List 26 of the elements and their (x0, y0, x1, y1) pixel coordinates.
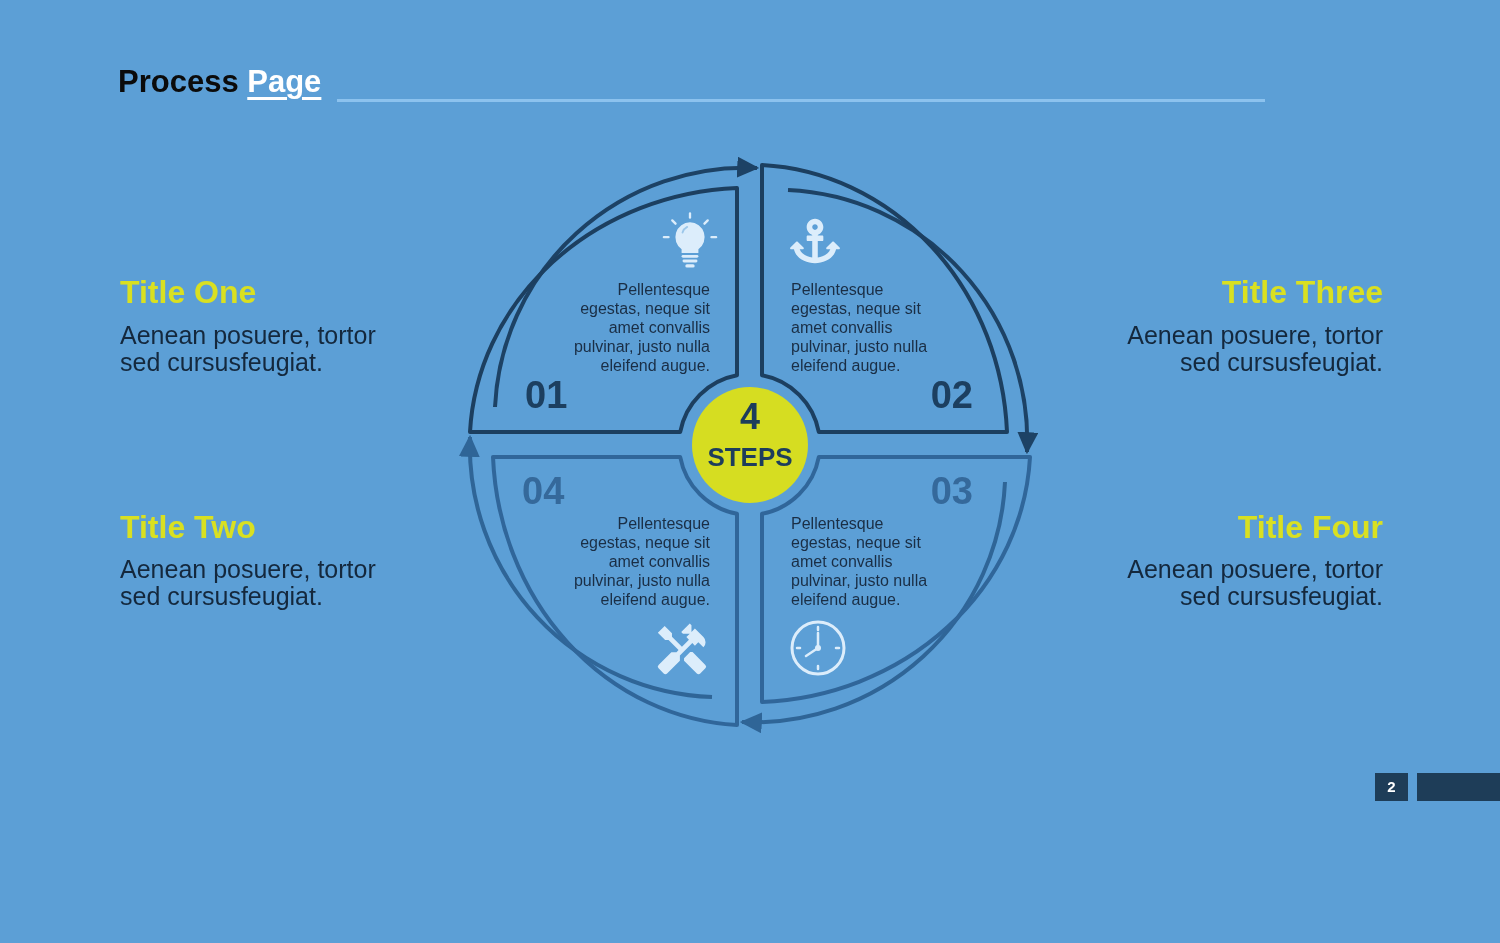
curved-arrow (739, 481, 1007, 733)
step-count: 4 (740, 399, 760, 435)
section-title: Title Four (1237, 511, 1383, 543)
section-description: Aenean posuere, tortor sed cursusfeugiat. (120, 556, 377, 610)
quadrant-segment (470, 188, 737, 432)
quadrant-segment (762, 165, 1007, 432)
step-description: Pellentesque egestas, neque sit amet convallis pulvinar, justo nulla eleifend augue. (572, 280, 710, 375)
curved-arrow (787, 188, 1038, 455)
page-title: Process Page (118, 66, 322, 97)
step-description: Pellentesque egestas, neque sit amet convallis pulvinar, justo nulla eleifend augue. (791, 514, 929, 609)
section-description: Aenean posuere, tortor sed cursusfeugiat. (1126, 556, 1383, 610)
section-title: Title Two (120, 511, 256, 543)
curved-arrow (459, 434, 713, 699)
section-description: Aenean posuere, tortor sed cursusfeugiat. (1126, 322, 1383, 376)
section-title: Title Three (1221, 276, 1383, 308)
curved-arrow (493, 157, 760, 408)
step-number: 04 (522, 472, 565, 510)
page-number: 2 (1375, 773, 1408, 801)
step-number: 02 (930, 376, 973, 414)
step-description: Pellentesque egestas, neque sit amet convallis pulvinar, justo nulla eleifend augue. (572, 514, 710, 609)
center-label: STEPS (707, 444, 793, 470)
step-number: 03 (930, 472, 973, 510)
section-description: Aenean posuere, tortor sed cursusfeugiat. (120, 322, 377, 376)
section-title: Title One (120, 276, 257, 308)
step-description: Pellentesque egestas, neque sit amet convallis pulvinar, justo nulla eleifend augue. (791, 280, 929, 375)
step-number: 01 (525, 376, 568, 414)
